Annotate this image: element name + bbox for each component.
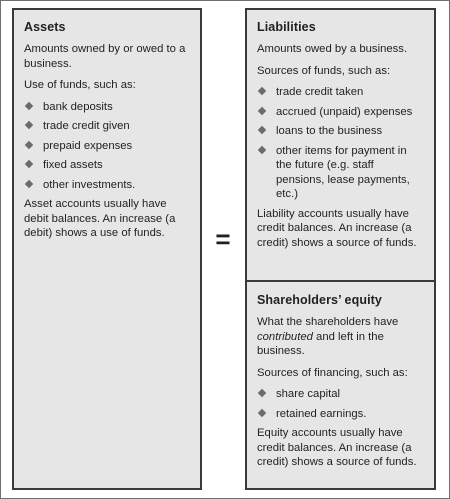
equity-definition-emphasis: contributed — [257, 330, 313, 343]
list-item: loans to the business — [257, 124, 424, 139]
list-item-label: bank deposits — [43, 100, 113, 113]
diamond-bullet-icon — [257, 408, 267, 417]
equity-definition: What the shareholders have contributed a… — [257, 315, 424, 359]
list-item-label: trade credit given — [43, 120, 130, 132]
list-item: other investments. — [24, 178, 190, 193]
equity-intro: Sources of financing, such as: — [257, 366, 408, 379]
assets-title: Assets — [24, 20, 66, 34]
list-item: share capital — [257, 387, 424, 402]
liabilities-intro: Sources of funds, such as: — [257, 64, 391, 77]
assets-definition: Amounts owned by or owed to a business. — [24, 43, 186, 70]
assets-list: bank deposits trade credit given prepaid… — [24, 100, 190, 193]
diamond-bullet-icon — [257, 388, 267, 398]
equity-note: Equity accounts usually have credit bala… — [257, 427, 417, 468]
list-item: fixed assets — [24, 158, 190, 173]
liabilities-note: Liability accounts usually have credit b… — [257, 207, 417, 249]
liabilities-list: trade credit taken accrued (unpaid) expe… — [257, 85, 424, 202]
diamond-bullet-icon — [24, 101, 34, 110]
list-item: accrued (unpaid) expenses — [257, 105, 424, 120]
equity-definition-start: What the shareholders have — [257, 316, 399, 328]
diamond-bullet-icon — [257, 145, 267, 154]
equity-box: Shareholders’ equity What the shareholde… — [245, 280, 436, 490]
diamond-bullet-icon — [24, 140, 34, 149]
diamond-bullet-icon — [24, 120, 34, 130]
list-item-label: prepaid expenses — [43, 139, 133, 152]
list-item-label: fixed assets — [43, 159, 103, 171]
equity-title: Shareholders’ equity — [257, 293, 382, 307]
list-item: trade credit taken — [257, 85, 424, 100]
assets-box: Assets Amounts owned by or owed to a bus… — [12, 8, 202, 490]
list-item-label: accrued (unpaid) expenses — [276, 105, 413, 118]
assets-intro: Use of funds, such as: — [24, 79, 136, 91]
list-item-label: other items for payment in the future (e… — [276, 144, 410, 201]
liabilities-definition: Amounts owed by a business. — [257, 43, 408, 55]
assets-note: Asset accounts usually have debit balanc… — [24, 198, 176, 239]
list-item: retained earnings. — [257, 407, 424, 422]
equity-definition-end: and left in the business. — [257, 330, 384, 358]
equals-sign: = — [215, 224, 231, 254]
list-item-label: retained earnings. — [276, 407, 367, 420]
diamond-bullet-icon — [257, 125, 267, 135]
list-item-label: loans to the business — [276, 125, 383, 137]
list-item: bank deposits — [24, 100, 190, 115]
list-item-label: other investments. — [43, 178, 136, 191]
equity-list: share capital retained earnings. — [257, 387, 424, 421]
diamond-bullet-icon — [257, 106, 267, 115]
liabilities-title: Liabilities — [257, 20, 316, 34]
diamond-bullet-icon — [24, 179, 34, 188]
list-item-label: trade credit taken — [276, 86, 364, 98]
liabilities-box: Liabilities Amounts owed by a business. … — [245, 8, 436, 282]
list-item: other items for payment in the future (e… — [257, 144, 424, 202]
list-item: prepaid expenses — [24, 139, 190, 154]
diamond-bullet-icon — [257, 86, 267, 96]
list-item: trade credit given — [24, 119, 190, 134]
list-item-label: share capital — [276, 388, 341, 400]
diamond-bullet-icon — [24, 159, 34, 169]
